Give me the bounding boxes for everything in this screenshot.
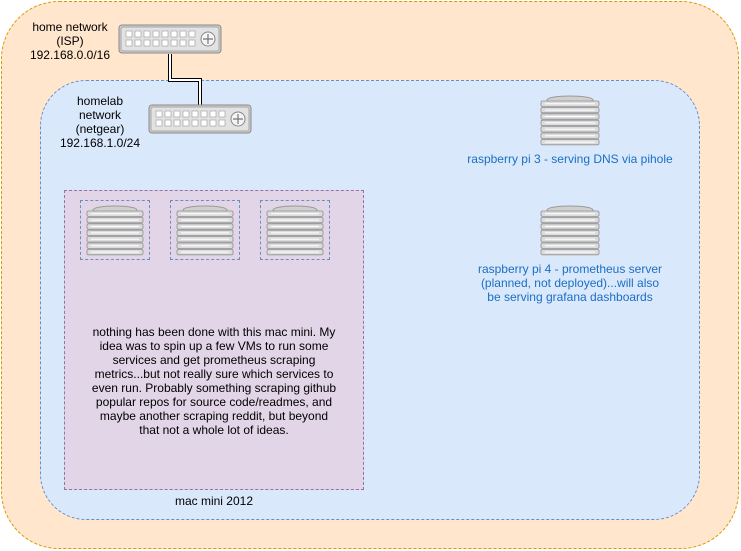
homelab-label-line: network <box>78 108 122 122</box>
switch-port <box>191 119 199 127</box>
vm-server-icon <box>176 205 234 256</box>
switch-port <box>155 110 163 118</box>
switch-port <box>143 39 151 47</box>
notes-line: idea was to spin up a few VMs to run som… <box>99 339 329 353</box>
pi3-server-icon <box>540 95 600 146</box>
switch-port <box>143 30 151 38</box>
vm-box <box>170 200 240 260</box>
notes-line: services and get prometheus scraping <box>112 353 316 367</box>
switch-port <box>134 30 142 38</box>
isp-router <box>118 24 222 54</box>
netgear-switch <box>148 104 252 134</box>
network-switch-icon <box>118 24 222 54</box>
pi4-label-line: (planned, not deployed)...will also <box>480 276 660 290</box>
notes-line: metrics...but not really sure which serv… <box>94 367 334 381</box>
homelab-network-label: homelab network (netgear) 192.168.1.0/24 <box>50 94 150 150</box>
homelab-label-line: homelab <box>76 94 124 108</box>
switch-port <box>155 119 163 127</box>
switch-port <box>200 119 208 127</box>
homelab-label-line: 192.168.1.0/24 <box>59 136 141 150</box>
switch-port <box>125 39 133 47</box>
mac-mini-notes: nothing has been done with this mac mini… <box>66 325 362 437</box>
switch-port <box>125 30 133 38</box>
vm-server-icon <box>266 205 324 256</box>
pi4-server-icon <box>540 205 600 256</box>
home-network-label-line: home network <box>32 20 108 34</box>
network-switch-icon <box>148 104 252 134</box>
switch-port <box>218 119 226 127</box>
home-network-label-line: 192.168.0.0/16 <box>29 48 111 62</box>
switch-port <box>164 110 172 118</box>
pi4-label: raspberry pi 4 - prometheus server (plan… <box>420 262 720 304</box>
switch-port <box>152 39 160 47</box>
switch-port <box>170 39 178 47</box>
switch-port <box>209 110 217 118</box>
switch-port <box>134 39 142 47</box>
mac-mini-label: mac mini 2012 <box>174 494 254 508</box>
switch-port <box>182 119 190 127</box>
vm-server-icon <box>86 205 144 256</box>
notes-line: maybe another scraping reddit, but beyon… <box>99 409 329 423</box>
switch-port <box>179 39 187 47</box>
notes-line: popular repos for source code/readmes, a… <box>95 395 333 409</box>
switch-port <box>188 39 196 47</box>
home-network-label-line: (ISP) <box>56 34 84 48</box>
pi4-label-line: raspberry pi 4 - prometheus server <box>477 262 663 276</box>
switch-port <box>188 30 196 38</box>
home-network-label: home network (ISP) 192.168.0.0/16 <box>20 20 120 62</box>
switch-port <box>218 110 226 118</box>
notes-line: nothing has been done with this mac mini… <box>92 325 336 339</box>
pi3-label: raspberry pi 3 - serving DNS via pihole <box>420 152 720 166</box>
switch-port <box>164 119 172 127</box>
switch-port <box>179 30 187 38</box>
switch-port <box>173 119 181 127</box>
switch-port <box>161 30 169 38</box>
switch-port <box>191 110 199 118</box>
switch-port <box>170 30 178 38</box>
switch-port <box>209 119 217 127</box>
notes-line: that not a whole lot of ideas. <box>139 423 289 437</box>
vm-box <box>80 200 150 260</box>
switch-port <box>152 30 160 38</box>
switch-port <box>182 110 190 118</box>
notes-line: even run. Probably something scraping gi… <box>91 381 337 395</box>
pi3-label-line: raspberry pi 3 - serving DNS via pihole <box>467 152 673 166</box>
vm-box <box>260 200 330 260</box>
switch-port <box>161 39 169 47</box>
homelab-label-line: (netgear) <box>75 122 125 136</box>
switch-port <box>200 110 208 118</box>
pi4-label-line: be serving grafana dashboards <box>487 290 653 304</box>
switch-port <box>173 110 181 118</box>
